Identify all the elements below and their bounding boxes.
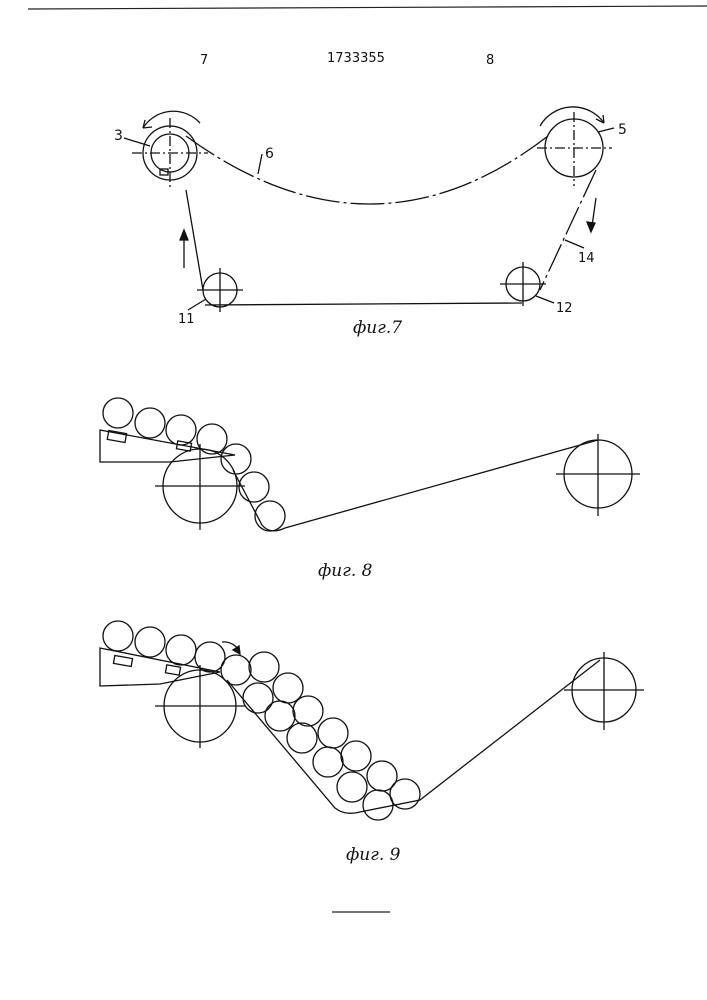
label-12: 12 <box>556 301 573 316</box>
fig8-right-pulley <box>556 434 640 516</box>
belt-segment-14 <box>540 170 596 290</box>
page-number-left: 7 <box>200 53 208 68</box>
patent-number: 1733355 <box>327 51 385 66</box>
label-11: 11 <box>178 312 195 327</box>
top-border-line <box>28 6 707 9</box>
pulley-5 <box>537 107 612 186</box>
belt-6 <box>186 136 548 204</box>
figure-8 <box>100 398 640 531</box>
figure-7 <box>124 107 614 312</box>
label-5: 5 <box>618 122 627 138</box>
arrow-up <box>180 230 188 268</box>
fig8-caption: фиг. 8 <box>318 561 373 581</box>
roller-12 <box>500 262 546 306</box>
fig9-main-pulley <box>155 665 245 748</box>
fig8-main-pulley <box>155 444 245 530</box>
fig9-caption: фиг. 9 <box>346 845 401 865</box>
page-number-right: 8 <box>486 53 494 68</box>
label-14: 14 <box>578 251 595 266</box>
fig8-balls <box>103 398 285 531</box>
pulley-3 <box>132 111 208 190</box>
figure-9 <box>100 621 644 820</box>
fig9-right-pulley <box>564 652 644 730</box>
label-6: 6 <box>265 146 274 162</box>
arrow-down <box>587 198 596 232</box>
label-3: 3 <box>114 128 123 144</box>
fig7-caption: фиг.7 <box>353 318 402 338</box>
